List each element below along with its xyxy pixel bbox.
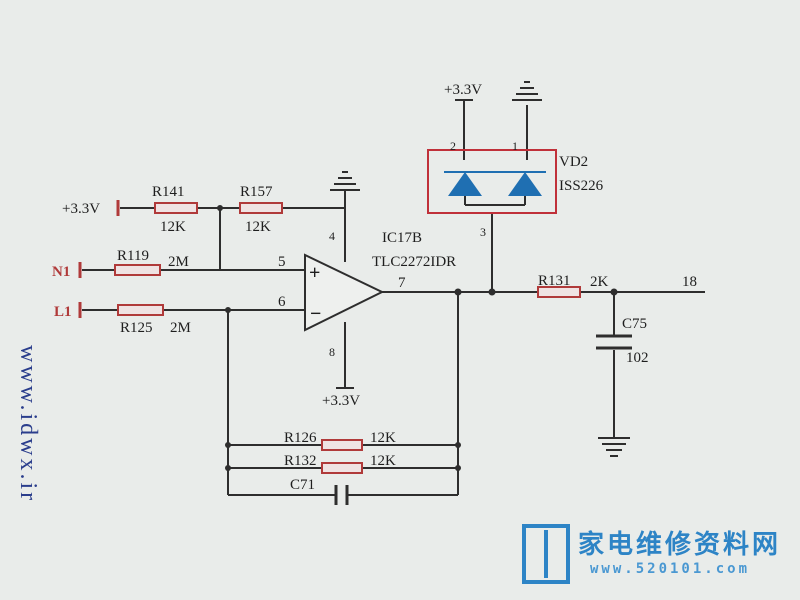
- resistor-r119: [114, 264, 161, 276]
- c75-value: 102: [626, 350, 649, 366]
- brand-watermark-cn: 家电维修资料网: [578, 530, 782, 560]
- r119-value: 2M: [168, 254, 189, 270]
- vd2-pin2-label: 2: [450, 139, 456, 153]
- r132-value: 12K: [370, 453, 396, 469]
- resistor-r131: [537, 286, 581, 298]
- r131-value: 2K: [590, 274, 609, 290]
- pin5-label: 5: [278, 254, 286, 270]
- vd2-label: VD2: [559, 154, 588, 170]
- ground-icon: [598, 437, 630, 457]
- resistor-r125: [117, 304, 164, 316]
- resistors: [114, 202, 581, 474]
- vd2-highlight-box: [427, 149, 557, 214]
- v33-top-label: +3.3V: [444, 82, 482, 98]
- ic-label: IC17B: [382, 230, 422, 246]
- brand-logo-icon: [522, 524, 570, 584]
- ic-part-label: TLC2272IDR: [372, 254, 456, 270]
- capacitors: [334, 334, 632, 505]
- n1-label: N1: [52, 264, 70, 280]
- ground-icon: [330, 171, 360, 191]
- c75-label: C75: [622, 316, 647, 332]
- r126-label: R126: [284, 430, 317, 446]
- r157-label: R157: [240, 184, 273, 200]
- r132-label: R132: [284, 453, 317, 469]
- resistor-r126: [321, 439, 363, 451]
- v33-bottom-label: +3.3V: [322, 393, 360, 409]
- vertical-watermark: www.idwx.ir: [15, 345, 41, 504]
- opamp-plus: +: [309, 262, 320, 284]
- r126-value: 12K: [370, 430, 396, 446]
- l1-label: L1: [54, 304, 72, 320]
- pin8-label: 8: [329, 345, 335, 359]
- ground-icon: [512, 81, 542, 101]
- resistor-r157: [239, 202, 283, 214]
- pin4-label: 4: [329, 229, 335, 243]
- terminals: [78, 200, 120, 318]
- c71-label: C71: [290, 477, 315, 493]
- r141-label: R141: [152, 184, 185, 200]
- ground-symbols: [330, 81, 630, 457]
- vd2-diodes: [444, 171, 546, 206]
- r131-label: R131: [538, 273, 571, 289]
- brand-watermark-url: www.520101.com: [590, 561, 751, 577]
- vd2-part-label: ISS226: [559, 178, 604, 194]
- r157-value: 12K: [245, 219, 271, 235]
- resistor-r141: [154, 202, 198, 214]
- vd2-pin1-label: 1: [512, 139, 518, 153]
- r141-value: 12K: [160, 219, 186, 235]
- net18-label: 18: [682, 274, 697, 290]
- pin7-label: 7: [398, 275, 406, 291]
- junctions: [217, 205, 618, 471]
- r119-label: R119: [117, 248, 149, 264]
- opamp-ic17b: [304, 253, 385, 332]
- pin6-label: 6: [278, 294, 286, 310]
- v33-left-label: +3.3V: [62, 201, 100, 217]
- r125-label: R125: [120, 320, 153, 336]
- resistor-r132: [321, 462, 363, 474]
- r125-value: 2M: [170, 320, 191, 336]
- opamp-minus: −: [310, 303, 321, 325]
- vd2-pin3-label: 3: [480, 225, 486, 239]
